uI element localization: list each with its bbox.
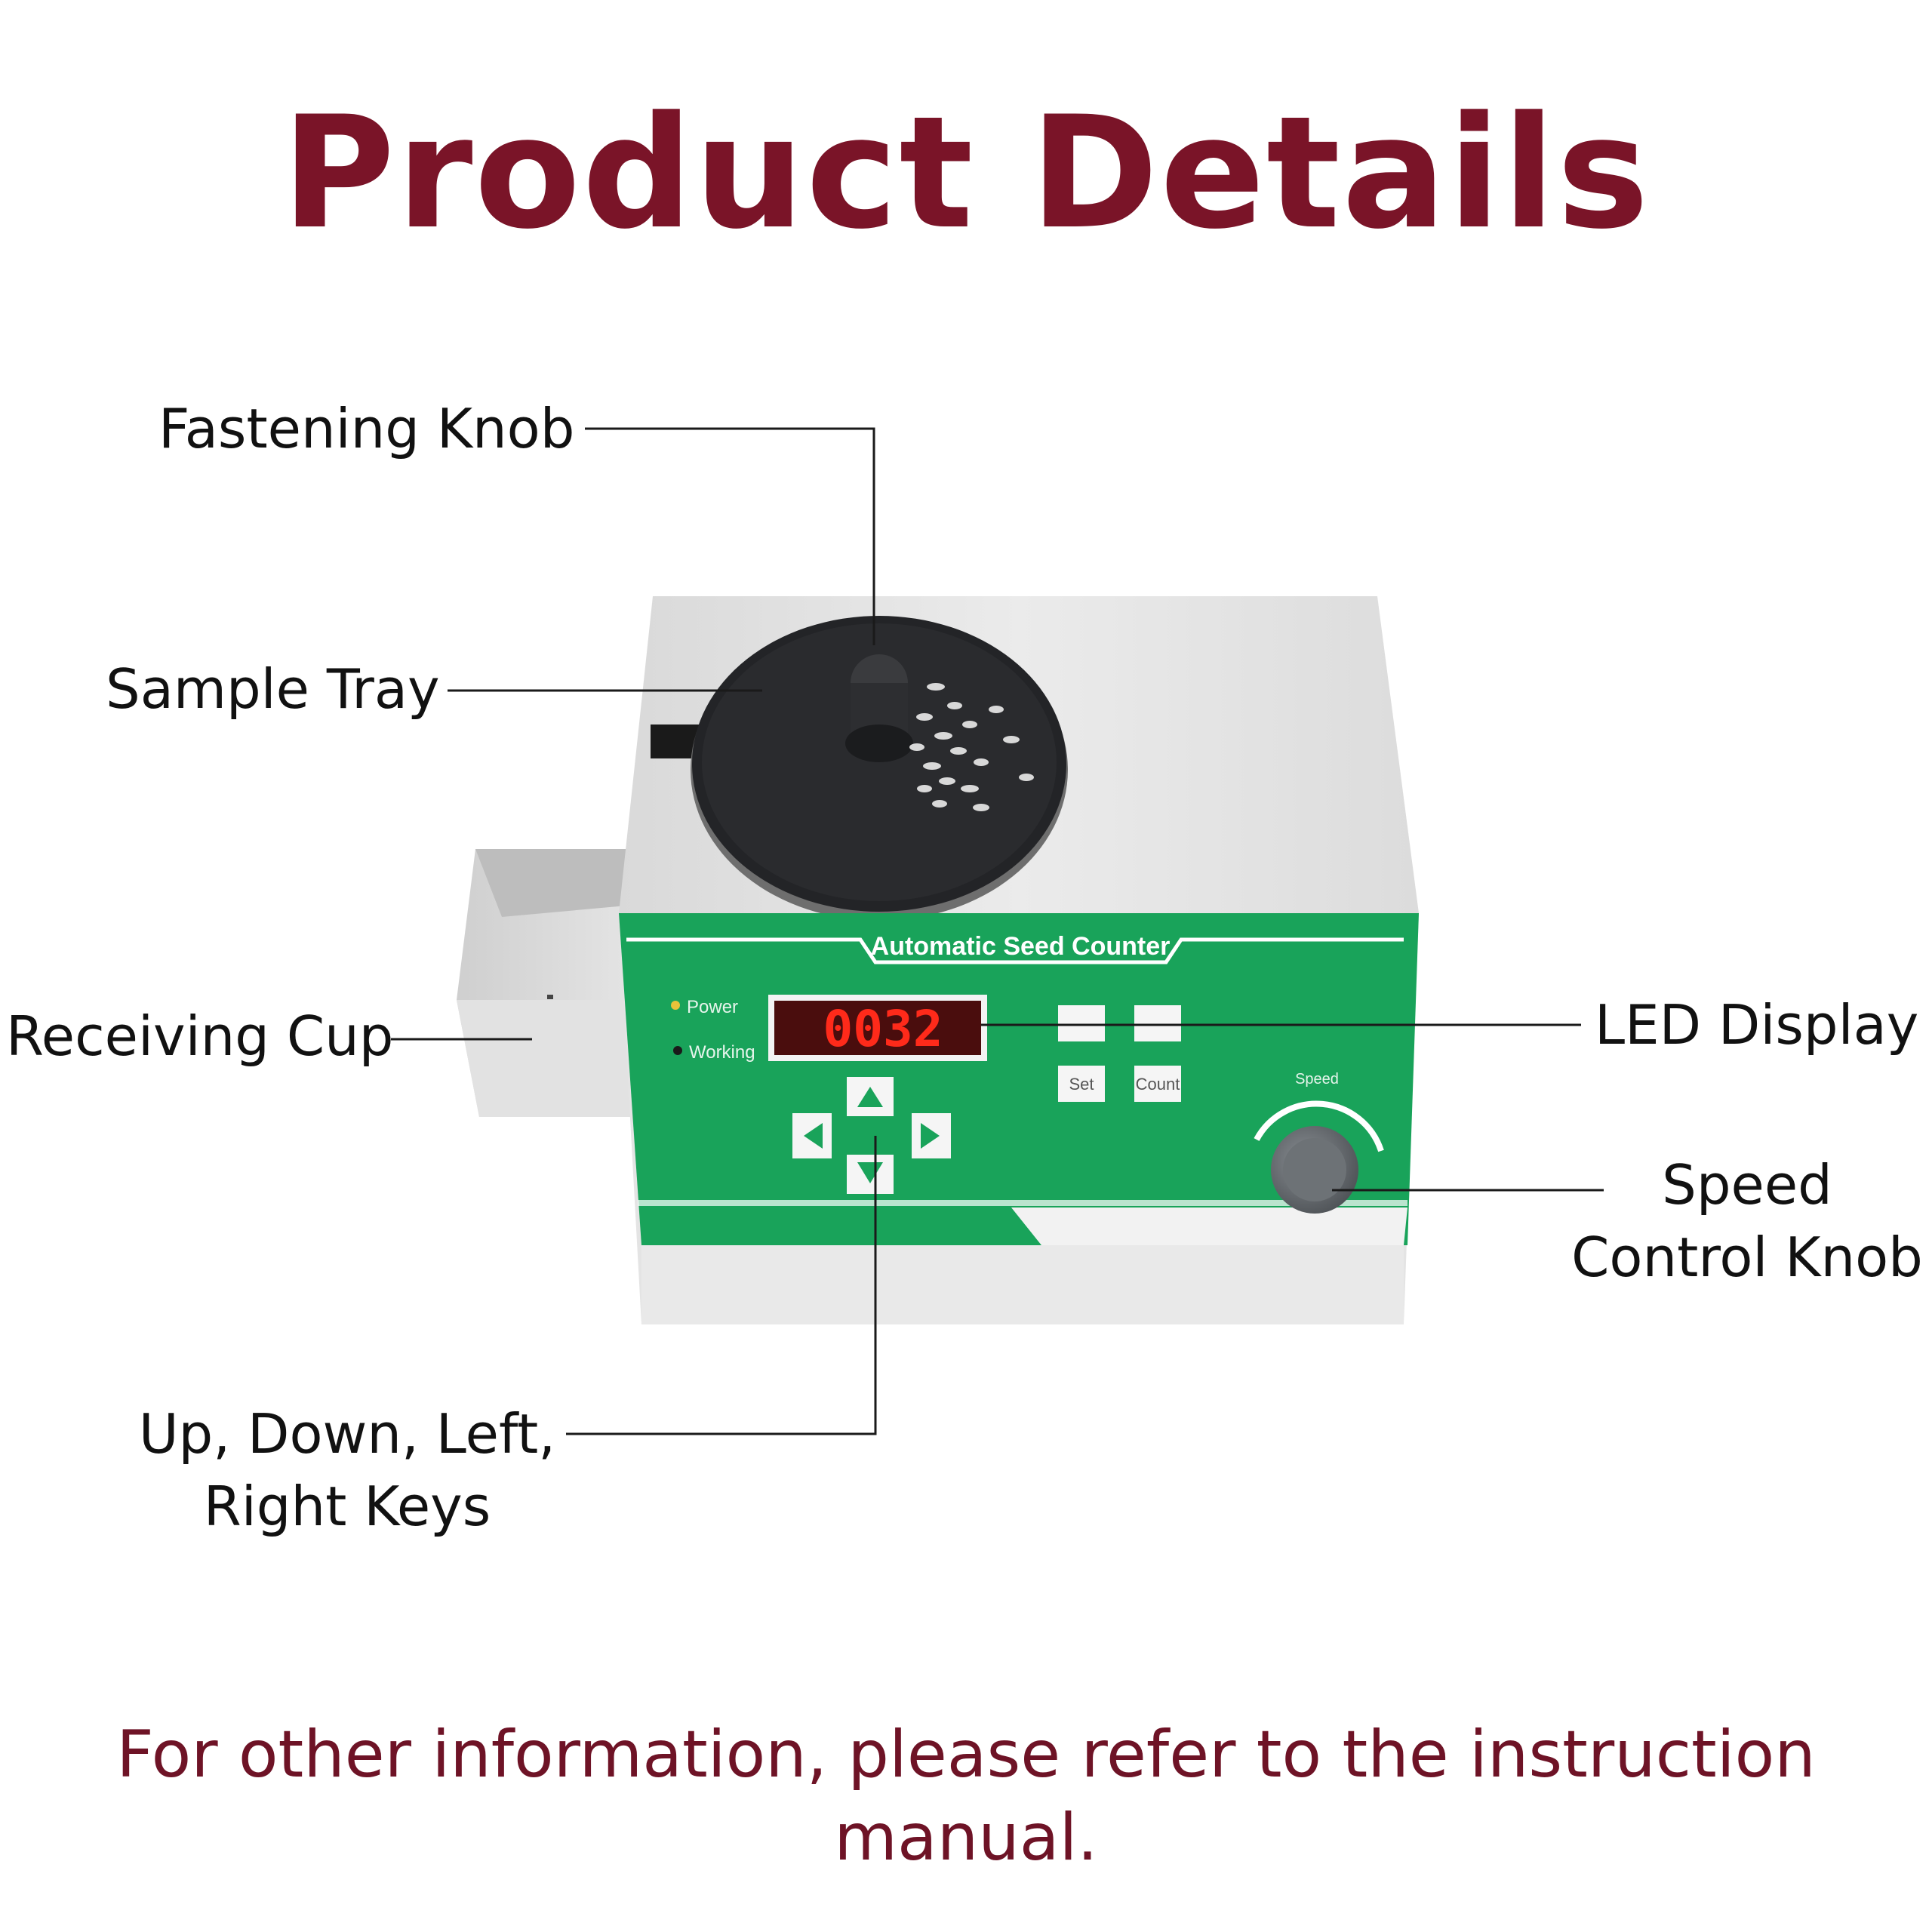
callout-arrow-keys-line-2: Right Keys	[203, 1475, 491, 1538]
arrow-right-icon	[921, 1123, 940, 1149]
callout-led-display: LED Display	[1595, 993, 1919, 1057]
function-button-1[interactable]	[1058, 1005, 1105, 1041]
callout-speed-line-1: Speed	[1662, 1153, 1832, 1217]
svg-text:Count: Count	[1136, 1075, 1180, 1094]
working-indicator: Working	[673, 1042, 755, 1063]
speed-knob-label: Speed	[1295, 1071, 1339, 1088]
callout-speed-line-2: Control Knob	[1571, 1226, 1923, 1289]
receiving-cup	[457, 849, 630, 1117]
arrow-right-button[interactable]	[912, 1113, 951, 1158]
led-display: 0032	[768, 995, 987, 1061]
arrow-left-button[interactable]	[792, 1113, 832, 1158]
page-title: Product Details	[281, 84, 1651, 263]
arrow-up-icon	[857, 1087, 883, 1107]
svg-text:Set: Set	[1069, 1075, 1094, 1094]
led-readout: 0032	[823, 1000, 943, 1058]
control-panel: Automatic Seed Counter Power Working 003…	[619, 913, 1419, 1245]
svg-text:Working: Working	[689, 1042, 755, 1063]
seeds	[909, 683, 1034, 811]
callout-arrow-keys-line-1: Up, Down, Left,	[138, 1402, 556, 1466]
power-indicator: Power	[671, 997, 738, 1017]
count-button[interactable]: Count	[1134, 1066, 1181, 1102]
callout-sample-tray: Sample Tray	[106, 657, 440, 721]
arrow-down-button[interactable]	[847, 1155, 894, 1194]
panel-title: Automatic Seed Counter	[871, 932, 1171, 961]
footer-note: For other information, please refer to t…	[116, 1717, 1816, 1875]
svg-text:Power: Power	[687, 997, 738, 1017]
ok-button[interactable]	[1134, 1005, 1181, 1041]
set-button[interactable]: Set	[1058, 1066, 1105, 1102]
callout-receiving-cup: Receiving Cup	[6, 1004, 394, 1068]
callout-fastening-knob: Fastening Knob	[158, 397, 575, 460]
fastening-knob	[845, 654, 913, 762]
leader-lines	[391, 427, 1604, 1435]
arrow-up-button[interactable]	[847, 1077, 894, 1116]
arrow-left-icon	[804, 1123, 823, 1149]
speed-control-knob[interactable]	[1271, 1126, 1358, 1214]
sample-tray	[651, 616, 1068, 921]
callout-arrow-keys: Up, Down, Left, Right Keys	[113, 1398, 581, 1543]
callout-speed-control-knob: Speed Control Knob	[1570, 1149, 1924, 1294]
